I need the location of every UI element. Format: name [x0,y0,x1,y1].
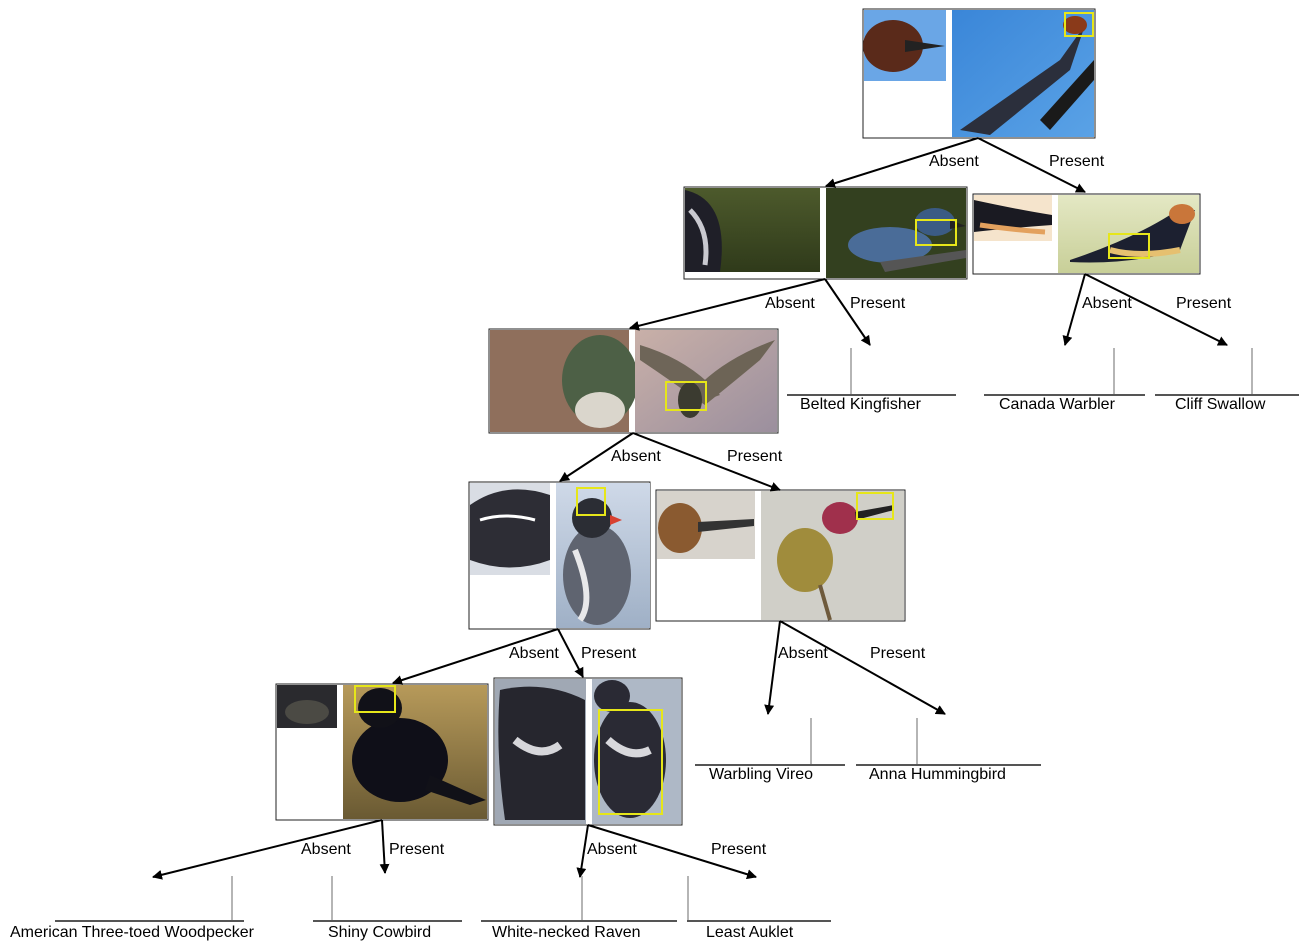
edge-label-present: Present [1176,295,1232,312]
edge-label-absent: Absent [929,153,979,170]
leaf-label: Least Auklet [706,924,794,941]
edge-label-absent: Absent [1082,295,1132,312]
edge-label-present: Present [581,645,637,662]
node-8-image [494,678,682,825]
node-2-image [684,187,967,279]
leaf-anna-hummingbird: Anna Hummingbird [856,718,1041,783]
leaf-label: American Three-toed Woodpecker [10,924,255,941]
edge-label-absent: Absent [778,645,828,662]
edge-label-absent: Absent [301,841,351,858]
leaf-belted-kingfisher: Belted Kingfisher [787,348,956,413]
leaf-warbling-vireo: Warbling Vireo [695,718,845,783]
node-7-image [276,684,488,820]
node-root-image [863,9,1095,138]
leaf-label: White-necked Raven [492,924,641,941]
node-5-image [469,482,650,629]
node-4-image [489,329,778,433]
edge-label-absent: Absent [587,841,637,858]
edge-label-absent: Absent [765,295,815,312]
leaf-white-necked-raven: White-necked Raven [481,876,677,941]
edge-label-absent: Absent [509,645,559,662]
leaf-american-three-toed-woodpecker: American Three-toed Woodpecker [10,876,255,941]
edge-label-absent: Absent [611,448,661,465]
leaf-label: Belted Kingfisher [800,396,922,413]
edge-label-present: Present [727,448,783,465]
edge-label-present: Present [850,295,906,312]
edge-label-present: Present [1049,153,1105,170]
leaf-label: Shiny Cowbird [328,924,431,941]
node-3-image [973,194,1200,274]
node-6-image [656,490,905,621]
leaf-label: Warbling Vireo [709,766,813,783]
leaf-label: Cliff Swallow [1175,396,1266,413]
edge-label-present: Present [389,841,445,858]
leaf-label: Canada Warbler [999,396,1116,413]
leaf-shiny-cowbird: Shiny Cowbird [313,876,462,941]
edge-label-present: Present [711,841,767,858]
leaf-label: Anna Hummingbird [869,766,1006,783]
leaf-cliff-swallow: Cliff Swallow [1155,348,1299,413]
edge-label-present: Present [870,645,926,662]
leaf-least-auklet: Least Auklet [687,876,831,941]
leaf-canada-warbler: Canada Warbler [984,348,1145,413]
